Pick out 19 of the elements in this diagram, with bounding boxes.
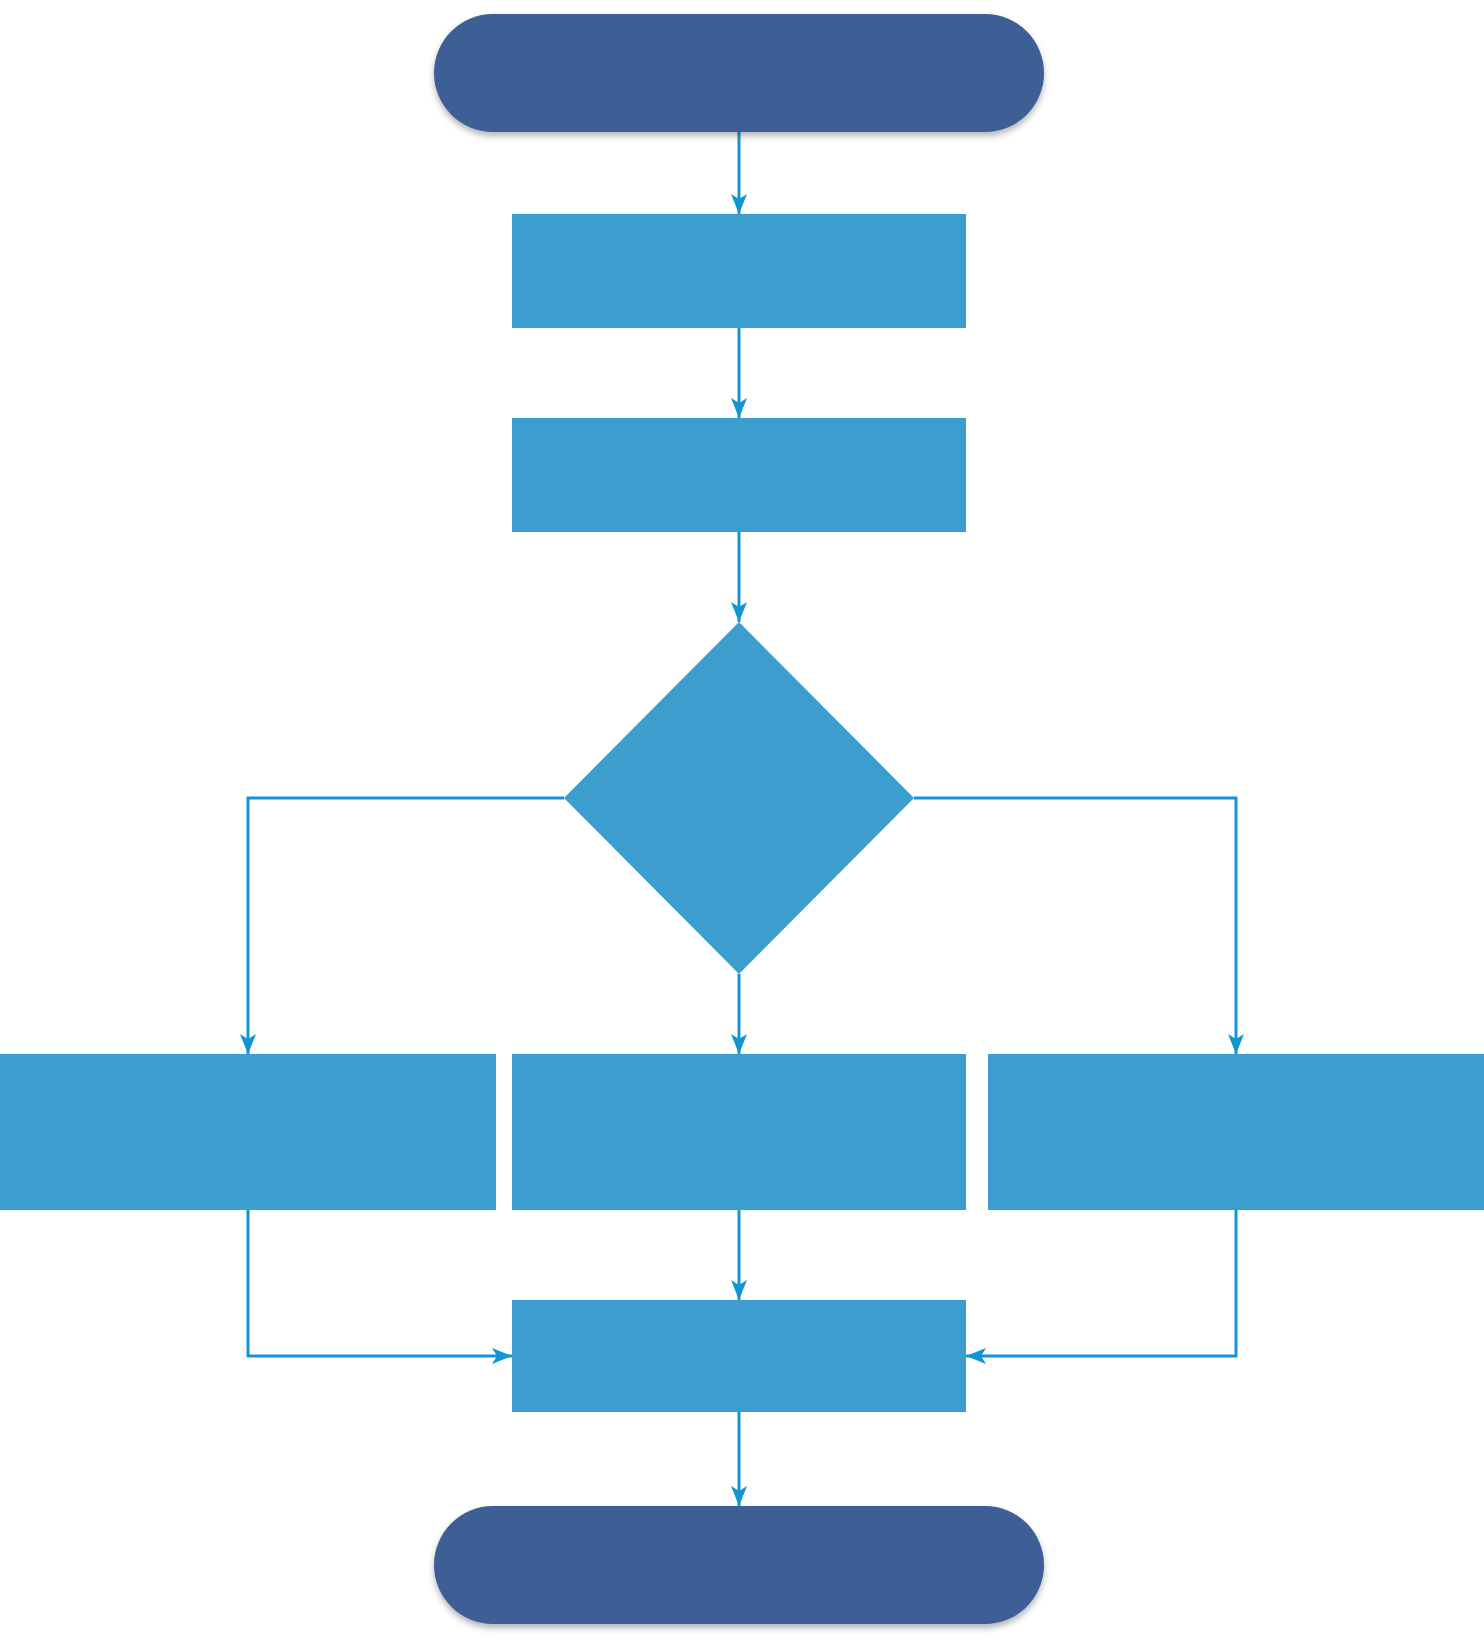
arrow <box>731 974 747 1054</box>
arrow <box>966 1210 1238 1364</box>
arrow <box>731 1412 747 1506</box>
arrow <box>731 1210 747 1300</box>
arrow <box>240 796 564 1054</box>
arrow <box>731 532 747 622</box>
process-box <box>512 1300 966 1412</box>
arrow <box>731 328 747 418</box>
arrow <box>914 796 1244 1054</box>
process-box <box>0 1054 496 1210</box>
arrow <box>246 1210 512 1364</box>
process-box <box>988 1054 1484 1210</box>
terminal-shape <box>434 14 1044 132</box>
process-box <box>512 418 966 532</box>
process-box <box>512 1054 966 1210</box>
terminal-shape <box>434 1506 1044 1624</box>
decision-diamond <box>564 622 914 974</box>
process-box <box>512 214 966 328</box>
arrow <box>731 132 747 214</box>
